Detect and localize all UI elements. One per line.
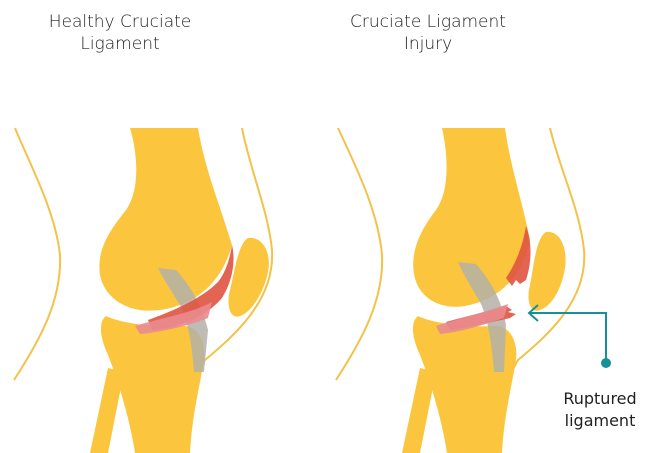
ruptured-ligament-label: Ruptured ligament [548, 388, 652, 432]
healthy-skin-outline [14, 128, 60, 380]
healthy-femur [99, 128, 232, 311]
injured-skin-outline [336, 128, 382, 380]
healthy-patella [228, 238, 268, 317]
healthy-knee [14, 128, 272, 453]
healthy-fibula [90, 368, 124, 453]
pointer-dot [601, 358, 611, 368]
callout-line-1: Ruptured [548, 388, 652, 410]
injured-patella [528, 232, 565, 311]
injured-fibula [402, 368, 436, 453]
callout-line-2: ligament [548, 410, 652, 432]
rupture-pointer [529, 305, 611, 368]
pointer-line [529, 313, 606, 362]
